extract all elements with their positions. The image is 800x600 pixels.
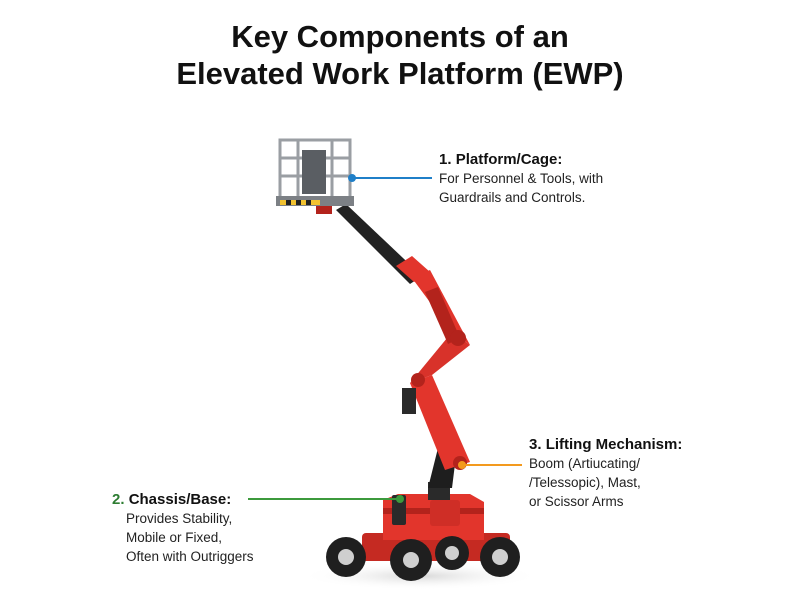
diagram-title: Key Components of an Elevated Work Platf… <box>0 18 800 92</box>
platform-desc-line-1: For Personnel & Tools, with <box>439 171 604 186</box>
chassis-leader-dot <box>396 495 404 503</box>
platform-heading: 1. Platform/Cage: <box>439 150 603 169</box>
articulating-boom <box>402 270 470 470</box>
wheel-rear-right <box>480 537 520 577</box>
platform-heading-text: Platform/Cage: <box>455 151 563 168</box>
wheel-front-left <box>326 537 366 577</box>
chassis-heading: 2. Chassis/Base: <box>112 490 254 509</box>
chassis-number: 2. <box>112 491 125 508</box>
platform-floor <box>276 196 354 214</box>
lifting-heading-text: Lifting Mechanism: <box>545 436 683 453</box>
title-line-2: Elevated Work Platform (EWP) <box>176 56 624 91</box>
platform-number: 1. <box>439 151 452 168</box>
wheel-front-right <box>390 539 432 581</box>
chassis-desc-line-2: Mobile or Fixed, <box>126 530 223 545</box>
platform-cage <box>278 138 352 200</box>
platform-desc-line-2: Guardrails and Controls. <box>439 190 586 205</box>
chassis-base-label: 2. Chassis/Base: Provides Stability, Mob… <box>112 490 254 566</box>
lifting-desc-line-1: Boom (Artiucating/ <box>529 456 641 471</box>
lifting-heading: 3. Lifting Mechanism: <box>529 435 682 454</box>
lifting-desc-line-2: /Telessopic), Mast, <box>529 475 641 490</box>
chassis-heading-text: Chassis/Base: <box>128 491 232 508</box>
chassis-desc-line-3: Often with Outriggers <box>126 549 254 564</box>
lifting-desc-line-3: or Scissor Arms <box>529 494 624 509</box>
lifting-leader-dot <box>458 461 466 469</box>
platform-label: 1. Platform/Cage: For Personnel & Tools,… <box>439 150 603 207</box>
wheel-rear-left <box>435 536 469 570</box>
platform-leader-dot <box>348 174 356 182</box>
chassis-desc-line-1: Provides Stability, <box>126 511 233 526</box>
lifting-number: 3. <box>529 436 542 453</box>
lifting-mechanism-label: 3. Lifting Mechanism: Boom (Artiucating/… <box>529 435 682 511</box>
title-line-1: Key Components of an <box>231 19 569 54</box>
chassis-desc: Provides Stability, Mobile or Fixed, Oft… <box>112 509 254 566</box>
telescopic-jib <box>336 204 430 284</box>
